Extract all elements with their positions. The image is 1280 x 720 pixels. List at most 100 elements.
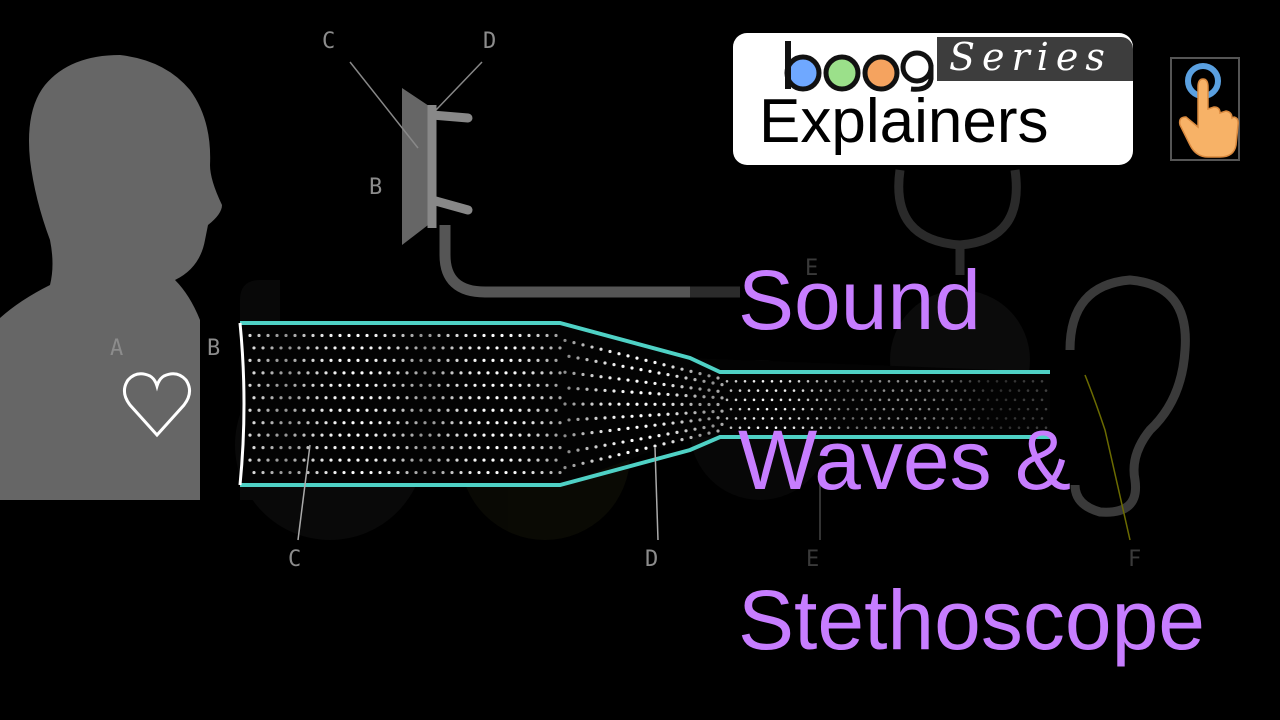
sound-particle — [999, 389, 1003, 392]
sound-particle — [716, 376, 720, 380]
sound-particle — [855, 407, 859, 411]
sound-particle — [554, 458, 558, 462]
sound-particle — [342, 396, 346, 400]
sound-particle — [441, 371, 445, 375]
sound-particle — [549, 470, 553, 475]
sound-particle — [392, 458, 396, 462]
sound-particle — [572, 402, 576, 406]
sound-particle — [486, 371, 490, 375]
sound-particle — [761, 398, 765, 402]
sound-particle — [540, 470, 544, 475]
sound-particle — [882, 389, 886, 392]
sound-particle — [459, 446, 463, 450]
sound-particle — [896, 417, 900, 420]
sound-particle — [405, 346, 409, 350]
sound-particle — [324, 396, 328, 400]
sound-particle — [873, 407, 877, 411]
sound-particle — [630, 390, 634, 394]
sound-particle — [819, 389, 823, 392]
sound-particle — [351, 371, 355, 375]
sound-particle — [455, 358, 459, 362]
sound-particle — [293, 458, 297, 462]
sound-particle — [594, 388, 598, 392]
sound-particle — [797, 417, 801, 420]
sound-particle — [833, 417, 837, 420]
sound-particle — [1004, 398, 1008, 402]
tap-hand-icon[interactable] — [1170, 57, 1240, 161]
sound-particle — [513, 470, 517, 475]
sound-particle — [383, 408, 387, 412]
sound-particle — [288, 371, 292, 375]
sound-particle — [729, 407, 733, 411]
sound-particle — [932, 379, 936, 383]
sound-particle — [248, 333, 252, 338]
sound-particle — [257, 383, 261, 387]
sound-particle — [900, 407, 904, 411]
label-d-chest: D — [483, 29, 496, 54]
sound-particle — [765, 407, 769, 411]
sound-particle — [509, 433, 513, 437]
sound-particle — [347, 383, 351, 387]
sound-particle — [603, 416, 607, 420]
sound-particle — [311, 433, 315, 437]
sound-particle — [275, 408, 279, 412]
sound-particle — [981, 407, 985, 411]
sound-particle — [1026, 389, 1030, 392]
sound-particle — [464, 433, 468, 437]
sound-particle — [293, 358, 297, 362]
sound-particle — [774, 426, 778, 430]
sound-particle — [666, 412, 670, 416]
sound-particle — [536, 333, 540, 338]
sound-particle — [419, 458, 423, 462]
sound-particle — [491, 458, 495, 462]
sound-particle — [351, 346, 355, 350]
sound-particle — [711, 395, 715, 399]
sound-particle — [797, 379, 801, 383]
sound-particle — [1022, 379, 1026, 383]
sound-particle — [545, 383, 549, 387]
sound-particle — [842, 417, 846, 420]
sound-particle — [864, 389, 868, 392]
sound-particle — [284, 433, 288, 437]
sound-particle — [608, 376, 612, 380]
sound-particle — [455, 408, 459, 412]
sound-particle — [599, 402, 603, 406]
sound-particle — [563, 466, 567, 470]
sound-particle — [1013, 379, 1017, 383]
sound-particle — [486, 346, 490, 350]
sound-particle — [1004, 379, 1008, 383]
sound-particle — [752, 398, 756, 402]
sound-particle — [338, 383, 342, 387]
sound-particle — [297, 421, 301, 425]
sound-particle — [347, 333, 351, 338]
sound-particle — [509, 333, 513, 338]
sound-particle — [617, 427, 621, 432]
sound-particle — [662, 363, 666, 367]
sound-particle — [252, 470, 256, 475]
sound-particle — [504, 396, 508, 400]
sound-particle — [369, 396, 373, 400]
label-c-chest: C — [322, 29, 335, 54]
sound-particle — [702, 410, 706, 414]
sound-particle — [635, 425, 639, 429]
sound-particle — [540, 396, 544, 400]
sound-particle — [495, 371, 499, 375]
sound-particle — [518, 458, 522, 462]
sound-particle — [986, 417, 990, 420]
sound-particle — [491, 358, 495, 362]
sound-particle — [252, 421, 256, 425]
sound-particle — [459, 470, 463, 475]
sound-particle — [716, 429, 720, 433]
sound-particle — [302, 358, 306, 362]
sound-particle — [680, 420, 684, 424]
sound-particle — [333, 470, 337, 475]
sound-particle — [770, 398, 774, 402]
sound-particle — [743, 398, 747, 402]
sound-particle — [630, 414, 634, 418]
sound-particle — [882, 426, 886, 430]
sound-particle — [473, 333, 477, 338]
sound-particle — [437, 383, 441, 387]
sound-particle — [428, 433, 432, 437]
sound-particle — [923, 379, 927, 383]
sound-particle — [446, 408, 450, 412]
